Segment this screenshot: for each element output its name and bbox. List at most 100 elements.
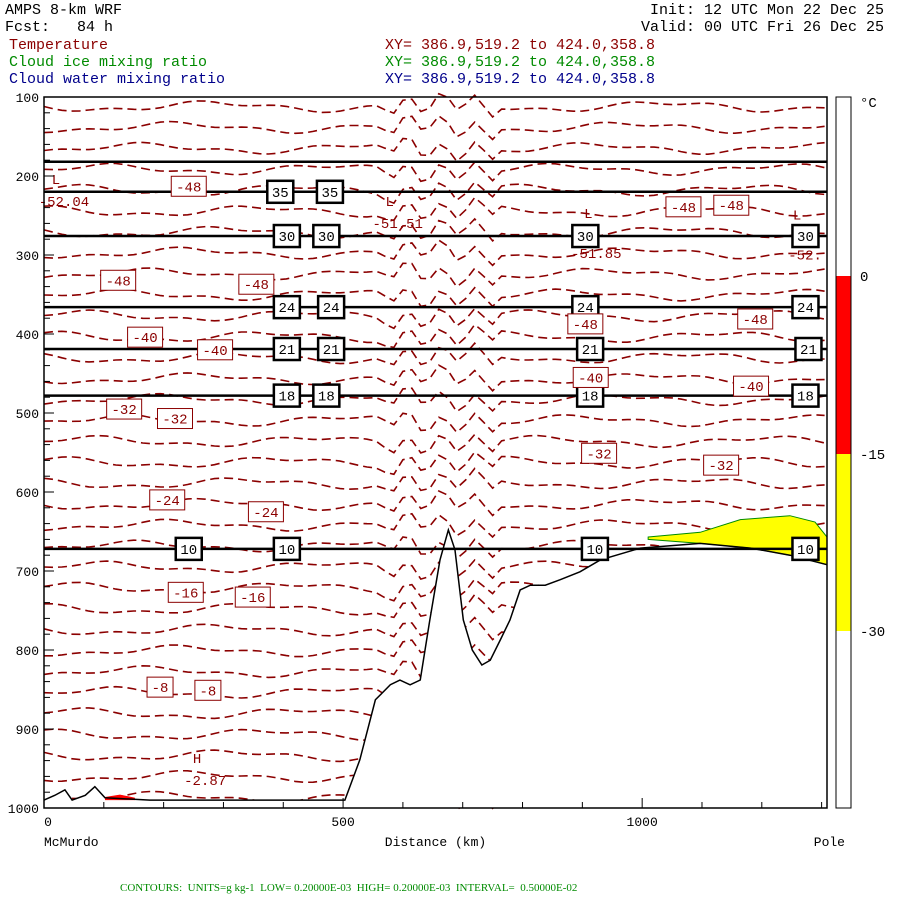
extremum-value: -2.87 [184,774,226,790]
temperature-label-group: -16 [234,586,271,608]
isoline-label-box [794,336,823,362]
temperature-label-box [247,501,284,523]
temperature-label: -48 [176,180,201,196]
extremum-value-group: -52. [788,248,822,264]
extremum-type-group: L [52,173,60,189]
extremum-value-group: -51.51 [373,217,423,233]
extremum-value-group: -2.87 [184,774,226,790]
x-start-label: McMurdo [44,835,99,850]
isoline-label-box [575,336,605,362]
isoline-label: 21 [582,343,599,359]
isoline-label: 30 [278,230,295,246]
terrain-line [43,527,828,802]
temperature-label: -32 [709,459,734,475]
temperature-label-box [572,366,609,388]
temperature-label-group: -48 [713,194,750,216]
isoline-label-box [272,383,302,408]
temperature-label-box [127,326,164,348]
y-tick-label: 300 [16,249,39,264]
temperature-label-group: -48 [567,313,604,335]
extremum-value: -51.51 [373,217,423,233]
temperature-label-box [567,313,604,335]
temperature-label: -24 [253,506,278,522]
isoline-label-box [174,536,204,562]
temperature-label: -40 [738,380,763,396]
extremum-type: L [52,173,60,189]
temperature-label-box [733,375,770,397]
y-tick-label: 200 [16,170,39,185]
isoline-label-box [272,336,302,362]
temperature-label-box [737,308,774,330]
extremum-type-group: L [793,208,801,224]
isoline-label: 21 [278,343,295,359]
temperature-label: -48 [743,313,768,329]
temperature-label-group: -48 [665,196,702,218]
isoline-label: 24 [278,301,295,317]
field-cloud-water: Cloud water mixing ratio [9,71,226,88]
colorbar-band [836,276,851,454]
colorbar-band [836,454,851,631]
isoline-label-box [791,223,820,249]
temperature-label-box [194,679,222,701]
isoline-label: 35 [272,186,289,202]
isoline-label: 30 [318,230,335,246]
isoline-label-box [312,383,341,408]
terrain-fill [44,529,827,808]
temperature-label: -16 [173,586,198,602]
temperature-label: -40 [578,371,603,387]
temperature-label: -32 [162,413,187,429]
isoline-label-box [315,179,345,205]
temperature-contour [43,433,825,454]
isoline-label-box [580,536,610,562]
isoline-label: 30 [797,230,814,246]
temperature-label-group: -40 [127,326,164,348]
model-title: AMPS 8-km WRF [5,2,123,19]
temperature-label: -32 [586,447,611,463]
isoline-label: 24 [797,301,814,317]
temperature-label-group: -24 [247,501,284,523]
isoline-label: 24 [323,301,340,317]
extremum-type: L [793,208,801,224]
extremum-type-group: H [193,752,201,768]
x-end-label: Pole [814,835,845,850]
temperature-label: -40 [132,331,157,347]
temperature-label: -16 [240,591,265,607]
isoline-label: 18 [278,390,295,406]
contours-footer: CONTOURS: UNITS=g kg-1 LOW= 0.20000E-03 … [120,882,578,894]
temperature-label-group: -32 [106,398,143,420]
x-tick-label: 0 [44,815,52,830]
temperature-contour [43,512,825,539]
extremum-value: -51.85 [571,247,621,263]
temperature-label-group: -48 [100,269,137,291]
extremum-value: -52. [788,248,822,264]
isoline-label: 21 [800,343,817,359]
temperature-contour [43,286,825,308]
extremum-value-group: -52.04 [39,195,89,211]
temperature-contour [43,307,825,330]
isoline-label: 10 [278,543,295,559]
isoline-label: 24 [577,301,594,317]
temperature-label: -40 [202,344,227,360]
isoline-label-box [316,294,346,320]
temperature-contour [43,196,825,222]
temperature-label-box [665,196,702,218]
colorbar-label: 0 [860,270,868,286]
temperature-label-box [197,339,234,361]
isoline-label-box [272,536,302,562]
temperature-label-box [100,269,137,291]
extremum-type: L [584,207,592,223]
isoline-label: 35 [322,186,339,202]
temperature-label-group: -32 [156,408,193,430]
isoline-label: 18 [318,390,335,406]
temperature-contour [43,467,825,492]
isoline-label: 21 [323,343,340,359]
isoline-label-box [791,383,820,408]
temperature-label: -48 [671,201,696,217]
temperature-contour [43,450,825,476]
colorbar-unit: °C [860,96,877,112]
temperature-label-box [146,676,174,698]
temperature-label-group: -48 [238,273,275,295]
colorbar-label: -15 [860,448,885,464]
temperature-label: -48 [244,278,269,294]
